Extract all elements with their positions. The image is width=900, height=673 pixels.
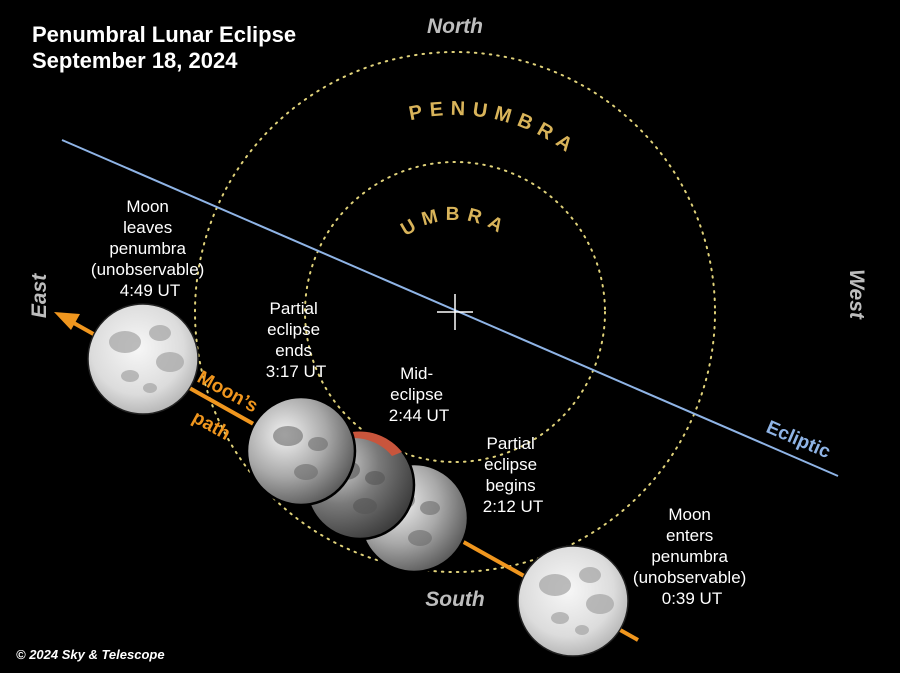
penumbra-label: PENUMBRA bbox=[407, 98, 582, 161]
moon-enters-penumbra bbox=[517, 545, 629, 657]
ecliptic-label: Ecliptic bbox=[763, 417, 834, 463]
copyright-credit: © 2024 Sky & Telescope bbox=[16, 647, 165, 662]
moon-path-arrowhead bbox=[54, 312, 80, 330]
penumbra-circle bbox=[194, 51, 716, 573]
ecliptic-line bbox=[61, 139, 839, 477]
north-label: North bbox=[427, 15, 483, 38]
event-partial-ends: Partial eclipse ends 3:17 UT bbox=[266, 299, 326, 381]
title-line-1: Penumbral Lunar Eclipse bbox=[32, 22, 296, 47]
moon-leaves-penumbra bbox=[87, 303, 199, 415]
west-label: West bbox=[845, 269, 868, 320]
moon-path-label-line-2: path bbox=[189, 407, 234, 445]
south-label: South bbox=[425, 588, 484, 611]
umbral-tint bbox=[352, 431, 402, 456]
umbra-label: UMBRA bbox=[397, 204, 512, 241]
shadow-center-cross bbox=[437, 294, 473, 330]
event-leaves-penumbra: Moon leaves penumbra (unobservable) 4:49… bbox=[91, 197, 209, 300]
moon-partial-ends bbox=[245, 395, 357, 507]
event-enters-penumbra: Moon enters penumbra (unobservable) 0:39… bbox=[633, 505, 751, 608]
event-partial-begins: Partial eclipse begins 2:12 UT bbox=[483, 434, 543, 516]
event-mid-eclipse: Mid- eclipse 2:44 UT bbox=[389, 364, 449, 425]
title-line-2: September 18, 2024 bbox=[32, 48, 238, 73]
umbra-circle bbox=[304, 161, 606, 463]
east-label: East bbox=[28, 273, 51, 318]
